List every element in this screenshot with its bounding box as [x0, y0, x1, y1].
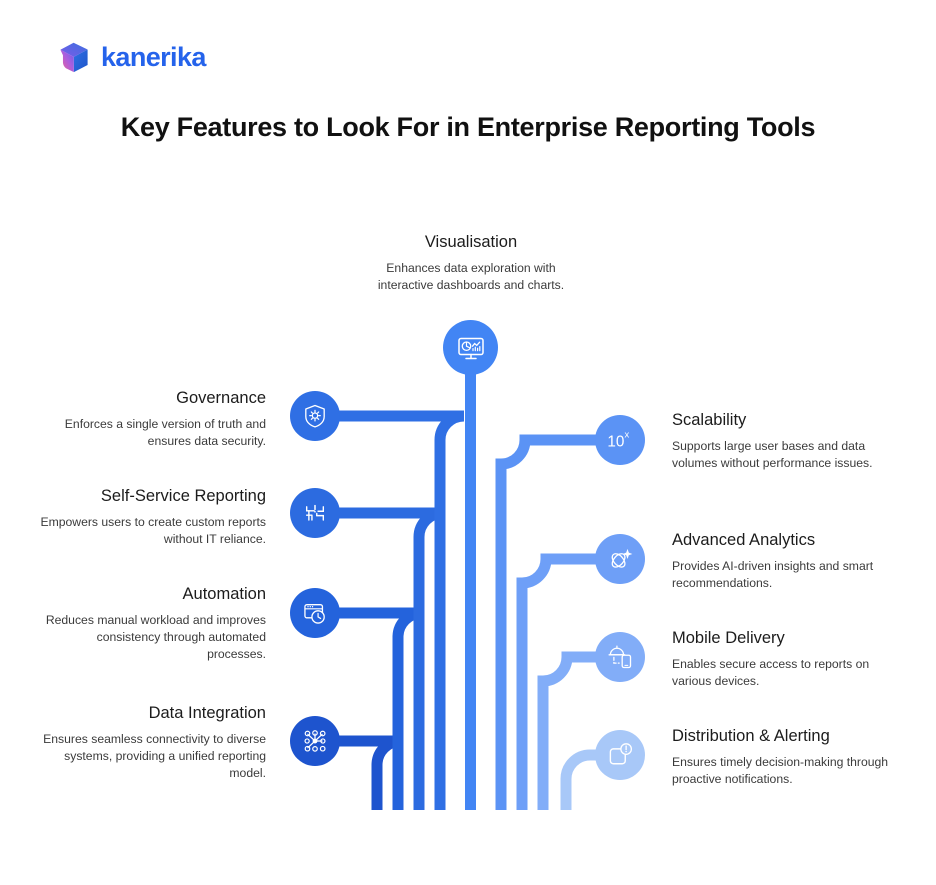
node-desc-visualisation: Enhances data exploration with interacti…	[377, 260, 565, 292]
node-text-mobile-delivery: Mobile Delivery Enables secure access to…	[672, 628, 894, 690]
node-title-data-integration: Data Integration	[148, 704, 266, 722]
cube-logo-icon	[60, 42, 88, 73]
brand-logo: kanerika	[57, 40, 206, 74]
shield-gear-icon	[305, 404, 325, 428]
node-text-advanced-analytics: Advanced Analytics Provides AI-driven in…	[672, 530, 894, 592]
node-desc-self-service-reporting: Empowers users to create custom reports …	[40, 514, 266, 546]
page-title: Key Features to Look For in Enterprise R…	[120, 112, 816, 142]
window-clock-icon	[304, 604, 325, 624]
node-text-self-service-reporting: Self-Service Reporting Empowers users to…	[40, 486, 266, 548]
wire-advanced-analytics	[516, 553, 620, 810]
node-icon-governance[interactable]	[290, 391, 340, 441]
brand-wordmark: kanerika	[101, 41, 206, 72]
node-icon-automation[interactable]	[290, 588, 340, 638]
wire-automation	[317, 607, 423, 810]
node-title-self-service-reporting: Self-Service Reporting	[100, 487, 266, 505]
node-title-scalability: Scalability	[672, 411, 747, 429]
node-title-advanced-analytics: Advanced Analytics	[672, 531, 816, 549]
node-desc-advanced-analytics: Provides AI-driven insights and smart re…	[672, 558, 874, 590]
node-title-visualisation: Visualisation	[424, 233, 518, 251]
node-network-icon	[304, 730, 326, 752]
node-icon-advanced-analytics[interactable]	[595, 534, 645, 584]
node-icon-mobile-delivery[interactable]	[595, 632, 645, 682]
scalability-base: 10	[607, 433, 624, 450]
node-desc-mobile-delivery: Enables secure access to reports on vari…	[672, 656, 870, 688]
wire-mobile-delivery	[537, 651, 620, 810]
node-text-scalability: Scalability Supports large user bases an…	[672, 410, 894, 472]
node-desc-distribution-alerting: Ensures timely decision-making through p…	[672, 754, 889, 786]
node-desc-data-integration: Ensures seamless connectivity to diverse…	[43, 731, 266, 781]
node-text-governance: Governance Enforces a single version of …	[40, 388, 266, 450]
node-icon-distribution-alerting[interactable]	[595, 730, 645, 780]
node-icon-scalability[interactable]: 10 x	[595, 415, 645, 465]
dashboard-monitor-icon	[457, 337, 484, 359]
node-text-distribution-alerting: Distribution & Alerting Ensures timely d…	[672, 726, 894, 788]
node-title-distribution-alerting: Distribution & Alerting	[672, 727, 830, 745]
node-text-visualisation: Visualisation Enhances data exploration …	[321, 232, 621, 294]
node-desc-scalability: Supports large user bases and data volum…	[672, 438, 873, 470]
node-desc-automation: Reduces manual workload and improves con…	[45, 612, 266, 662]
desk-workstation-icon	[305, 504, 325, 521]
node-desc-governance: Enforces a single version of truth and e…	[64, 416, 266, 448]
wire-governance	[317, 410, 465, 810]
mobile-delivery-icon	[608, 645, 632, 669]
node-icon-data-integration[interactable]	[290, 716, 340, 766]
node-title-governance: Governance	[176, 389, 266, 407]
scalability-exponent: x	[625, 429, 630, 440]
node-icon-self-service-reporting[interactable]	[290, 488, 340, 538]
alert-card-icon	[609, 743, 633, 765]
wire-scalability	[495, 434, 620, 810]
node-title-mobile-delivery: Mobile Delivery	[672, 629, 785, 647]
node-title-automation: Automation	[182, 585, 266, 603]
wire-distribution-alerting	[560, 749, 620, 810]
node-text-data-integration: Data Integration Ensures seamless connec…	[40, 703, 266, 783]
ten-to-the-x-icon: 10 x	[607, 429, 630, 450]
node-icon-visualisation[interactable]	[443, 320, 498, 375]
node-text-automation: Automation Reduces manual workload and i…	[40, 584, 266, 664]
atom-sparkle-ai-icon	[611, 548, 633, 568]
